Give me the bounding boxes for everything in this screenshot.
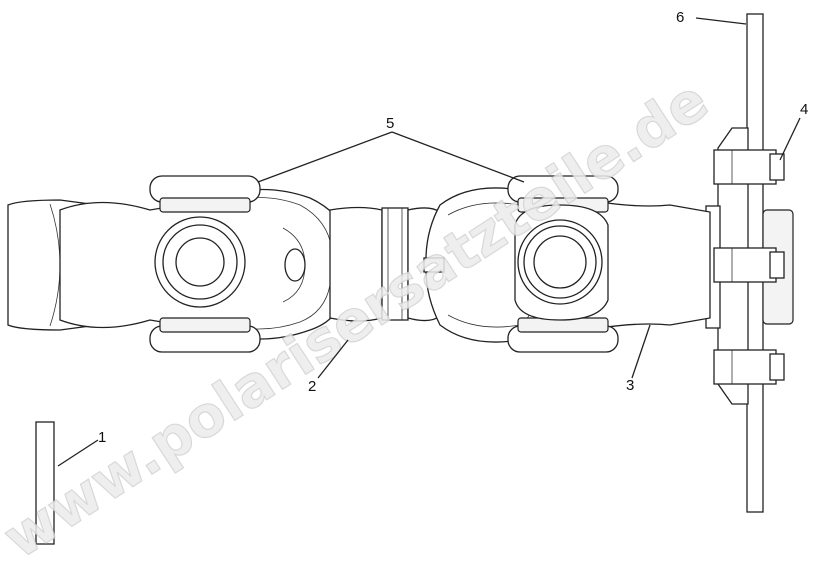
leader-lines — [57, 17, 801, 467]
right-cross-hub — [514, 204, 609, 321]
callout-3: 3 — [626, 377, 634, 394]
callout-6: 6 — [676, 9, 684, 26]
callout-4: 4 — [800, 101, 808, 118]
callout-5: 5 — [386, 115, 394, 132]
callout-2: 2 — [308, 378, 316, 395]
part-1-plate — [35, 421, 55, 545]
right-cross-bearing-caps — [507, 175, 619, 353]
callout-1: 1 — [98, 429, 106, 446]
left-cross-bearing-caps — [149, 175, 261, 353]
part-4-bolts — [713, 149, 785, 385]
left-cross-hub — [154, 216, 246, 308]
